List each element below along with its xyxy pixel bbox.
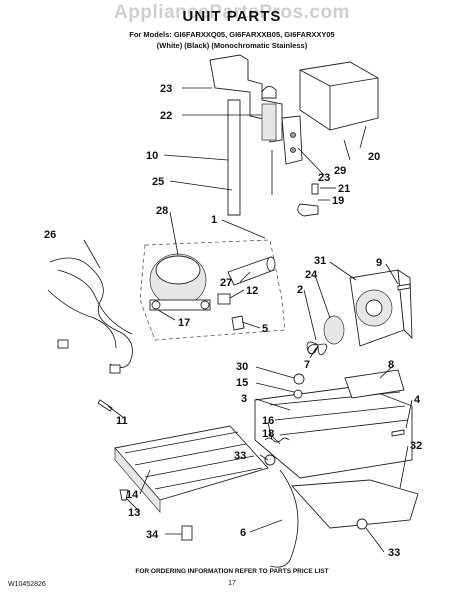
page-number: 17 <box>228 580 236 587</box>
document-number: W10452826 <box>8 581 46 588</box>
callout-25: 25 <box>152 176 164 188</box>
callout-33a: 33 <box>234 450 246 462</box>
callout-1: 1 <box>211 214 217 226</box>
callout-14: 14 <box>126 489 139 501</box>
callout-2: 2 <box>297 284 303 296</box>
callout-23a: 23 <box>160 83 172 95</box>
page-title: UNIT PARTS <box>182 8 282 25</box>
callout-19: 19 <box>332 195 344 207</box>
callout-15: 15 <box>236 377 248 389</box>
callout-12: 12 <box>246 285 258 297</box>
callout-16: 16 <box>262 415 274 427</box>
callout-33b: 33 <box>388 547 400 559</box>
callout-4: 4 <box>414 394 421 406</box>
callout-11: 11 <box>116 415 128 427</box>
callout-13: 13 <box>128 507 140 519</box>
ordering-info: FOR ORDERING INFORMATION REFER TO PARTS … <box>135 568 329 575</box>
parts-artwork <box>47 54 419 568</box>
callout-23b: 23 <box>318 172 330 184</box>
callout-8: 8 <box>388 359 394 371</box>
watermark: AppliancePartsPros.com <box>114 2 350 23</box>
callout-29: 29 <box>334 165 346 177</box>
callout-34: 34 <box>146 529 159 541</box>
leader-lines <box>83 87 413 553</box>
callout-27: 27 <box>220 277 232 289</box>
callout-31: 31 <box>314 255 326 267</box>
callout-30: 30 <box>236 361 248 373</box>
callout-numbers: 23 22 10 25 20 29 23 21 19 28 1 26 27 12… <box>44 83 422 559</box>
model-list: For Models: GI6FARXXQ05, GI6FARXXB05, GI… <box>129 30 335 39</box>
model-variants: (White) (Black) (Monochromatic Stainless… <box>156 41 308 50</box>
callout-9: 9 <box>376 257 382 269</box>
callout-7: 7 <box>304 359 310 371</box>
callout-21: 21 <box>338 183 350 195</box>
callout-17: 17 <box>178 317 190 329</box>
callout-26: 26 <box>44 229 56 241</box>
callout-5: 5 <box>262 323 268 335</box>
callout-18: 18 <box>262 428 274 440</box>
callout-28: 28 <box>156 205 168 217</box>
callout-20: 20 <box>368 151 380 163</box>
callout-10: 10 <box>146 150 158 162</box>
callout-24: 24 <box>305 269 318 281</box>
callout-6: 6 <box>240 527 246 539</box>
callout-32: 32 <box>410 440 422 452</box>
callout-22: 22 <box>160 110 172 122</box>
callout-3: 3 <box>241 393 247 405</box>
